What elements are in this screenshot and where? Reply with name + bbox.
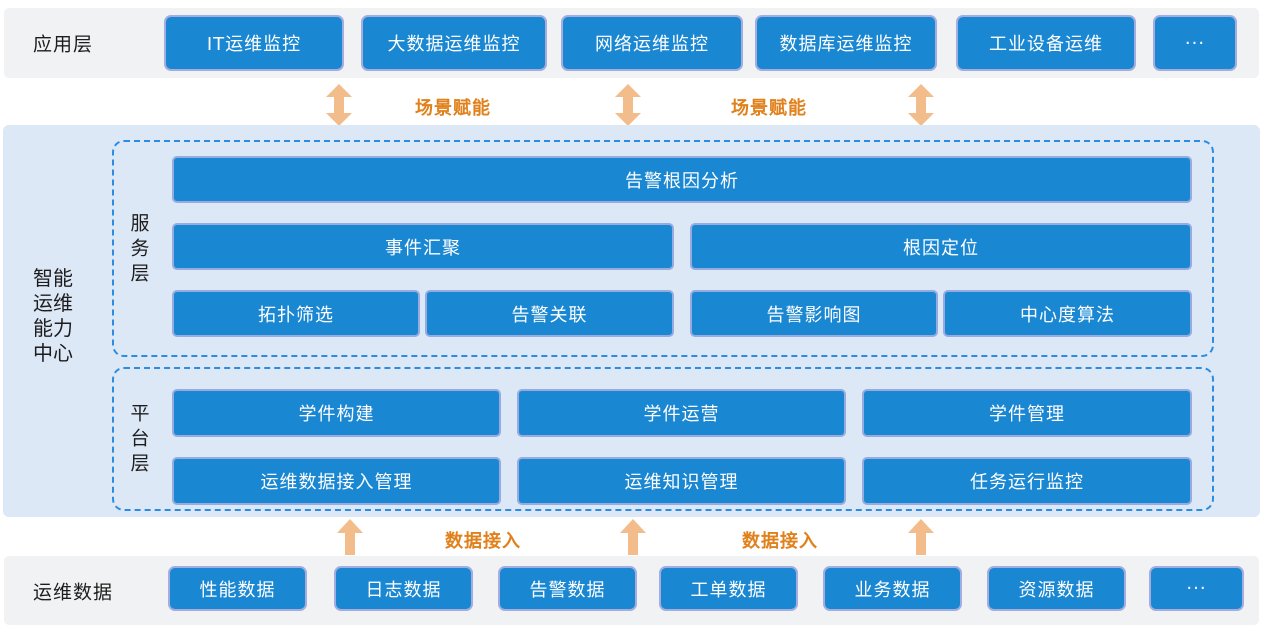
data-access-label: 数据接入 (445, 531, 521, 552)
data-box-business-data: 业务数据 (823, 566, 962, 611)
service-box-centrality-algorithm: 中心度算法 (943, 290, 1192, 337)
platform-box-learnware-operation: 学件运营 (517, 389, 846, 437)
capability-center-label: 智能运维能力中心 (33, 266, 73, 365)
service-box-alarm-impact-graph: 告警影响图 (690, 290, 938, 337)
up-down-arrow-icon (326, 84, 352, 126)
data-layer-label: 运维数据 (33, 581, 114, 603)
platform-box-ops-knowledge-management: 运维知识管理 (517, 457, 846, 505)
data-box-resource-data: 资源数据 (987, 566, 1126, 611)
up-arrow-icon (337, 519, 363, 555)
platform-box-learnware-build: 学件构建 (172, 389, 501, 437)
app-box-industrial-equipment-ops: 工业设备运维 (956, 15, 1136, 71)
service-box-event-aggregation: 事件汇聚 (172, 223, 674, 270)
platform-layer-group: 平台层 学件构建 学件运营 学件管理 运维数据接入管理 运维知识管理 任务运行监… (112, 367, 1214, 511)
data-layer-band: 运维数据 性能数据 日志数据 告警数据 工单数据 业务数据 资源数据 ··· (4, 556, 1259, 625)
data-box-more: ··· (1149, 566, 1244, 611)
service-box-alarm-root-cause-analysis: 告警根因分析 (172, 156, 1192, 203)
app-box-bigdata-ops-monitoring: 大数据运维监控 (361, 15, 547, 71)
app-box-more: ··· (1153, 15, 1237, 71)
service-box-root-cause-location: 根因定位 (690, 223, 1192, 270)
service-box-alarm-correlation: 告警关联 (425, 290, 674, 337)
app-layer-label: 应用层 (33, 33, 94, 56)
scene-enable-label: 场景赋能 (415, 98, 491, 119)
app-box-it-ops-monitoring: IT运维监控 (164, 15, 344, 71)
service-box-topology-filter: 拓扑筛选 (172, 290, 420, 337)
app-box-network-ops-monitoring: 网络运维监控 (561, 15, 743, 71)
capability-center-panel: 智能运维能力中心 服务层 告警根因分析 事件汇聚 根因定位 拓扑筛选 告警关联 … (3, 125, 1260, 517)
data-box-log-data: 日志数据 (334, 566, 473, 611)
platform-box-learnware-management: 学件管理 (862, 389, 1192, 437)
up-down-arrow-icon (615, 84, 641, 126)
platform-box-task-run-monitoring: 任务运行监控 (862, 457, 1192, 505)
app-box-database-ops-monitoring: 数据库运维监控 (755, 15, 937, 71)
data-box-ticket-data: 工单数据 (659, 566, 798, 611)
platform-box-ops-data-access-management: 运维数据接入管理 (172, 457, 501, 505)
platform-layer-label: 平台层 (130, 402, 150, 475)
data-box-performance-data: 性能数据 (168, 566, 307, 611)
data-box-alarm-data: 告警数据 (498, 566, 637, 611)
up-down-arrow-icon (908, 84, 934, 126)
service-layer-group: 服务层 告警根因分析 事件汇聚 根因定位 拓扑筛选 告警关联 告警影响图 中心度… (112, 140, 1214, 357)
up-arrow-icon (908, 519, 934, 555)
up-arrow-icon (620, 519, 646, 555)
service-layer-label: 服务层 (130, 212, 150, 284)
app-layer-band: 应用层 IT运维监控 大数据运维监控 网络运维监控 数据库运维监控 工业设备运维… (4, 8, 1259, 78)
scene-enable-label: 场景赋能 (731, 98, 807, 119)
data-access-label: 数据接入 (742, 531, 818, 552)
